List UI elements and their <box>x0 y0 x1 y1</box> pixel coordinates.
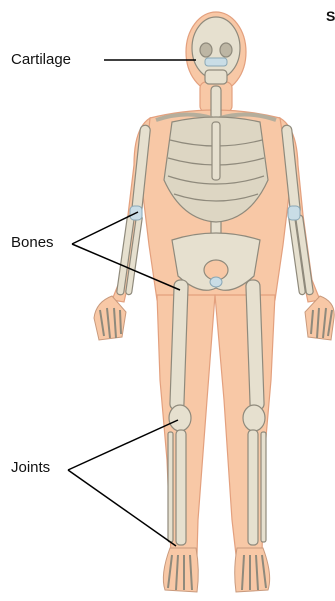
joints-leader-upper <box>68 420 178 470</box>
label-joints: Joints <box>11 460 50 475</box>
label-cartilage: Cartilage <box>11 52 71 67</box>
label-bones: Bones <box>11 235 54 250</box>
feet <box>163 548 269 592</box>
corner-text: S <box>326 8 335 24</box>
joints-leader-lower <box>68 470 176 546</box>
